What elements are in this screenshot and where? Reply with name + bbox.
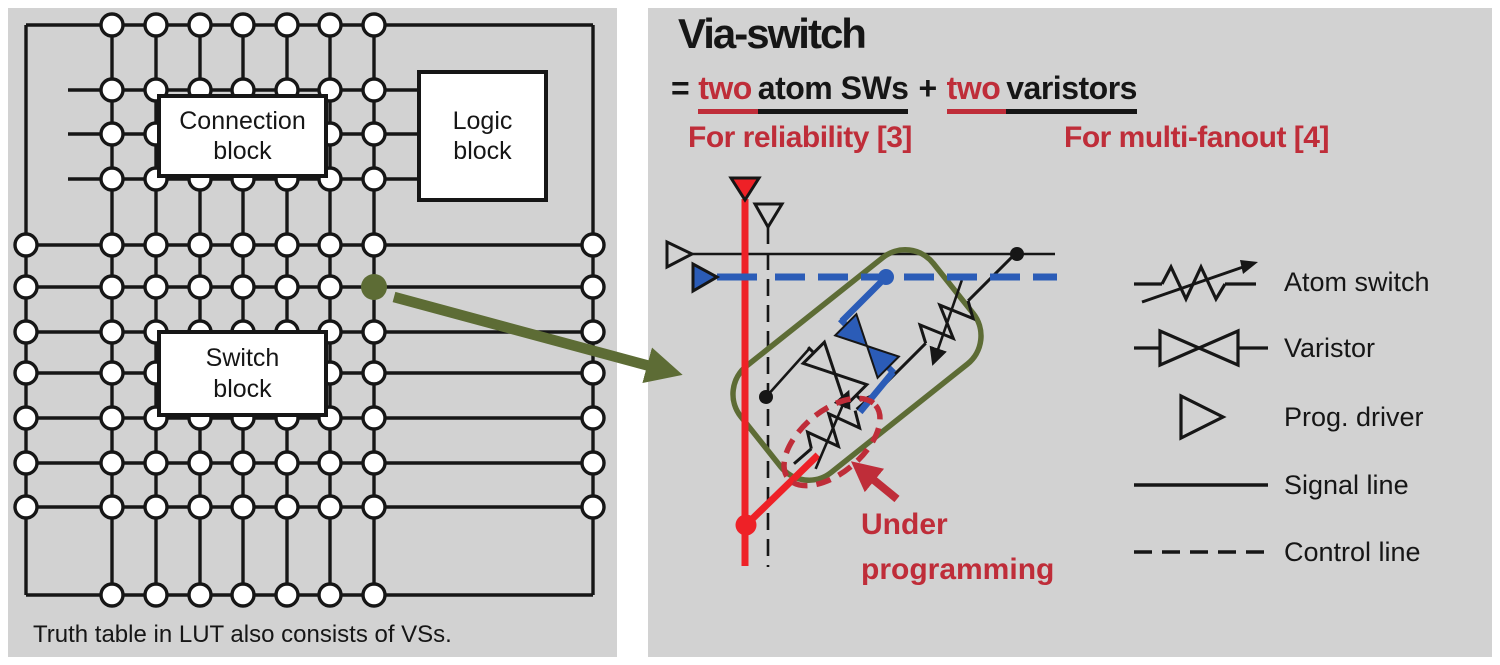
legend-item-prog-driver: Prog. driver bbox=[1126, 389, 1424, 445]
via-switch-highlight-dot bbox=[361, 274, 387, 300]
under-programming-arrow-icon bbox=[850, 461, 900, 503]
legend-item-atom-switch: Atom switch bbox=[1126, 254, 1430, 310]
control-junction-dot bbox=[759, 390, 773, 404]
connection-block-label: Connection block bbox=[179, 106, 306, 166]
varistor-symbol-icon bbox=[1134, 328, 1268, 368]
under-programming-label: Under programming bbox=[861, 508, 1055, 586]
zoom-arrow-icon bbox=[392, 291, 683, 384]
reason-reliability: For reliability [3] bbox=[688, 121, 912, 154]
two-atom-sw-count: two bbox=[698, 70, 758, 114]
atom-sws-text: atom SWs bbox=[757, 70, 909, 114]
legend-item-varistor: Varistor bbox=[1126, 320, 1375, 376]
legend-label: Prog. driver bbox=[1284, 401, 1424, 432]
varistor-black-icon bbox=[800, 339, 870, 409]
control-line-symbol-icon bbox=[1134, 550, 1268, 554]
legend-label: Atom switch bbox=[1284, 266, 1430, 297]
plus-sign: + bbox=[918, 70, 937, 106]
legend-label: Control line bbox=[1284, 536, 1421, 567]
fabric-caption: Truth table in LUT also consists of VSs. bbox=[33, 621, 452, 648]
prog-path-diagonal bbox=[743, 452, 821, 528]
legend-label: Signal line bbox=[1284, 469, 1409, 500]
varistors-text: varistors bbox=[1006, 70, 1137, 114]
prog-driver-symbol-icon bbox=[1179, 393, 1227, 441]
routing-grid bbox=[13, 12, 606, 608]
equals-sign: = bbox=[671, 70, 690, 106]
switch-block-box: Switch block bbox=[157, 330, 328, 417]
connection-block-box: Connection block bbox=[157, 94, 328, 178]
legend-label: Varistor bbox=[1284, 332, 1376, 363]
varistor-black-lead bbox=[765, 348, 810, 398]
prog-driver-red-icon bbox=[728, 176, 762, 203]
under-programming-ellipse bbox=[781, 395, 883, 489]
two-varistor-count: two bbox=[946, 70, 1007, 114]
signal-line-symbol-icon bbox=[1134, 483, 1268, 487]
blue-junction-dot bbox=[878, 269, 894, 285]
legend-item-signal-line: Signal line bbox=[1126, 457, 1409, 513]
via-switch-outline bbox=[730, 247, 984, 483]
logic-block-box: Logic block bbox=[417, 70, 548, 202]
logic-block-label: Logic block bbox=[452, 106, 513, 166]
prog-junction-dot bbox=[735, 514, 757, 536]
via-switch-circuit bbox=[392, 176, 1057, 567]
switch-block-label: Switch block bbox=[205, 344, 280, 403]
legend-item-control-line: Control line bbox=[1126, 524, 1421, 580]
varistor-blue-icon bbox=[833, 312, 901, 380]
prog-driver-signal-icon bbox=[665, 239, 696, 270]
prog-driver-blue-icon bbox=[691, 261, 721, 294]
prog-driver-black-icon bbox=[752, 202, 785, 230]
reason-multi-fanout: For multi-fanout [4] bbox=[1064, 121, 1329, 154]
page-title: Via-switch bbox=[678, 10, 867, 57]
atom-switch-symbol-icon bbox=[1134, 260, 1258, 304]
